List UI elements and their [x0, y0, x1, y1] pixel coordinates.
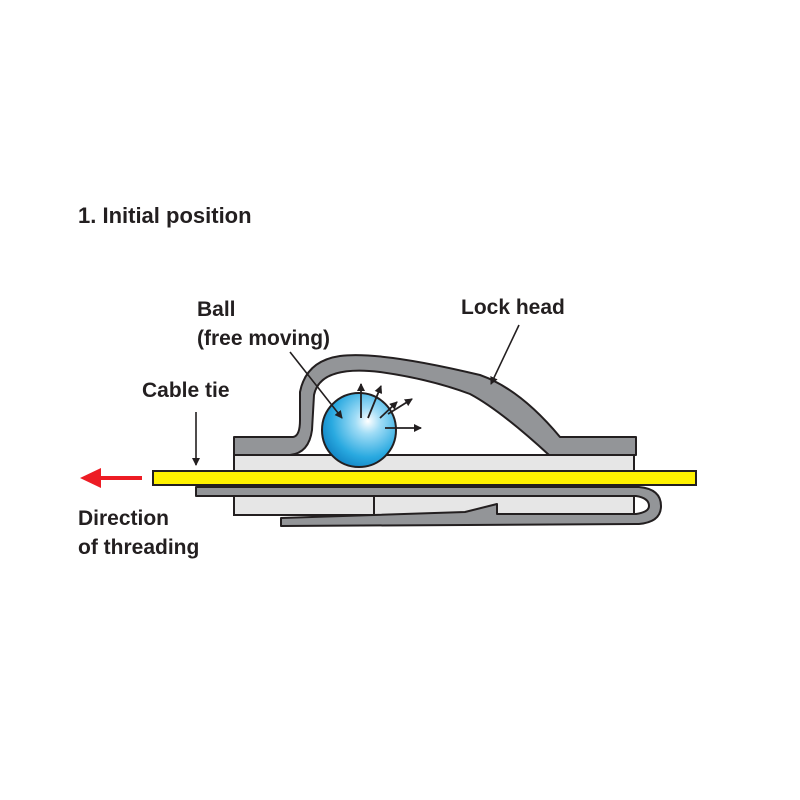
- ball: [321, 392, 397, 468]
- ball-label-line1: Ball: [197, 298, 236, 321]
- ball-leader-line: [289, 351, 343, 419]
- direction-label-line1: Direction: [78, 507, 169, 530]
- lock-head-label: Lock head: [461, 296, 565, 319]
- force-arrow-upright: [367, 385, 383, 419]
- upper-housing: [233, 454, 635, 472]
- threading-direction-arrow: [80, 468, 142, 488]
- lock-head: [233, 354, 637, 456]
- direction-label-line2: of threading: [78, 536, 199, 559]
- force-arrow-diagonal: [379, 401, 398, 419]
- cable-tie-label: Cable tie: [142, 379, 230, 402]
- cable-tie-strip: [152, 470, 697, 486]
- lock-head-leader-line: [490, 324, 520, 385]
- spring-clip: [195, 486, 662, 527]
- force-arrow-diagonal-far: [387, 398, 413, 415]
- diagram-title: 1. Initial position: [78, 203, 252, 228]
- ball-label-line2: (free moving): [197, 327, 330, 350]
- ball-force-arrows: [357, 383, 422, 432]
